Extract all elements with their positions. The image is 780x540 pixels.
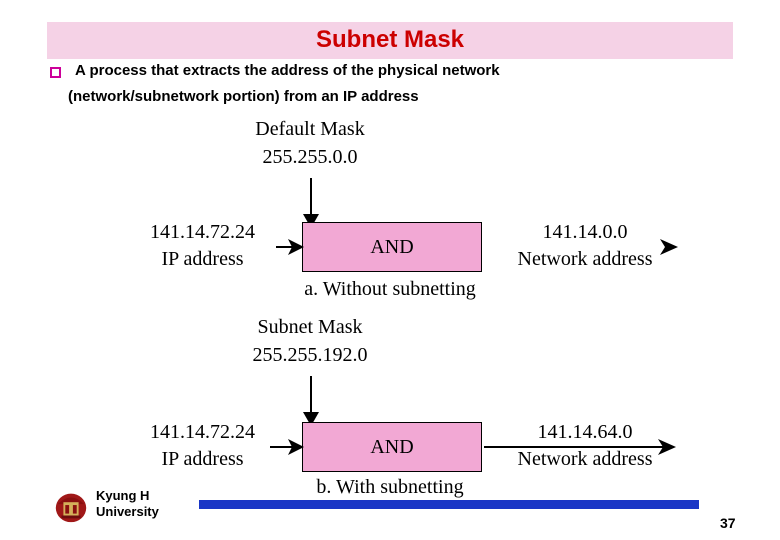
part-b-left-arrow-head (288, 439, 304, 455)
part-a-and-box: AND (302, 222, 482, 272)
part-b-mask-value: 255.255.192.0 (252, 344, 368, 366)
part-a-ip-label: IP address (161, 248, 244, 270)
part-b-mask-label: Subnet Mask (257, 316, 363, 338)
square-outline-bullet-icon (50, 67, 61, 78)
part-b-ip-label: IP address (161, 448, 244, 470)
part-b-and-box: AND (302, 422, 482, 472)
part-a-mask-arrow-head (303, 214, 319, 228)
part-a-ip-value: 141.14.72.24 (150, 221, 255, 243)
part-b-ip-value: 141.14.72.24 (150, 421, 255, 443)
part-a-mask-value: 255.255.0.0 (262, 146, 358, 168)
institution-line1: Kyung H (96, 488, 150, 503)
part-b-right-arrow-shaft (484, 446, 664, 448)
part-a-network-label: Network address (517, 248, 653, 270)
title-band (47, 22, 733, 59)
part-a-mask-label: Default Mask (255, 118, 365, 140)
part-b-mask-arrow-shaft (310, 376, 312, 416)
footer-rule (199, 500, 699, 509)
page-number: 37 (720, 515, 736, 531)
page-title: Subnet Mask (315, 26, 465, 53)
institution-line2: University (96, 504, 159, 519)
part-b-and-label: AND (370, 436, 414, 458)
subnet-mask-figure: Default Mask 255.255.0.0 AND 141.14.72.2… (120, 118, 680, 508)
part-b-caption: b. With subnetting (316, 476, 464, 498)
part-a-and-label: AND (370, 236, 414, 258)
part-b-network-label: Network address (517, 448, 653, 470)
part-a-mask-arrow-shaft (310, 178, 312, 218)
part-a-caption: a. Without subnetting (304, 278, 476, 300)
part-a-right-arrow-head (660, 239, 678, 255)
part-b-left-arrow-shaft (270, 446, 298, 448)
bullet-text-line1: A process that extracts the address of t… (75, 62, 500, 79)
part-a-left-arrow-head (288, 239, 304, 255)
part-b-network-value: 141.14.64.0 (537, 421, 633, 443)
institution-name: Kyung H University (96, 488, 159, 520)
part-a-left-arrow-shaft (276, 246, 298, 248)
part-a-network-value: 141.14.0.0 (542, 221, 628, 243)
part-b-right-arrow-head (658, 439, 676, 455)
bullet-text-line2: (network/subnetwork portion) from an IP … (68, 88, 419, 105)
university-crest-logo-icon (55, 493, 87, 523)
part-b-mask-arrow-head (303, 412, 319, 426)
